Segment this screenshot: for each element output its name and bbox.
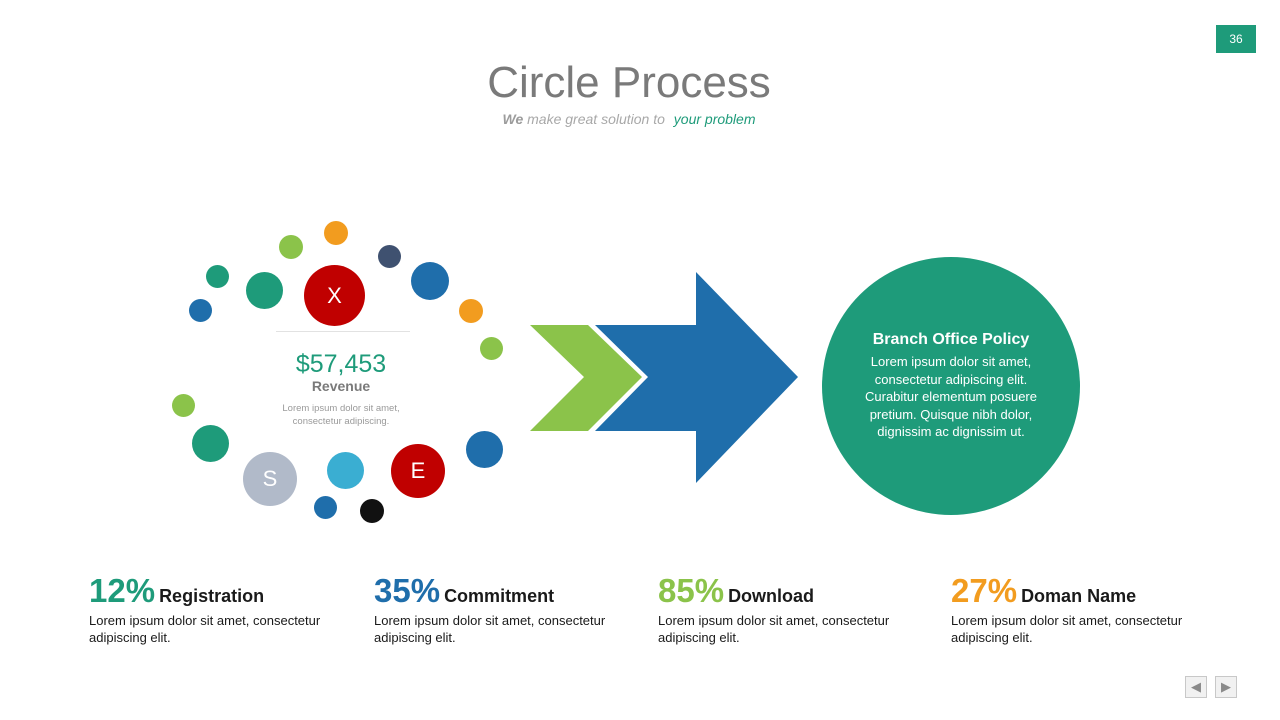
dot-blue — [411, 262, 449, 300]
stat-label: Doman Name — [1021, 586, 1137, 606]
stat-percent: 85% — [658, 572, 725, 609]
dot-blue — [189, 299, 212, 322]
dot-green — [279, 235, 303, 259]
dot-lightblue — [327, 452, 364, 489]
stat-registration: 12%Registration Lorem ipsum dolor sit am… — [89, 572, 359, 646]
stat-label: Download — [728, 586, 815, 606]
triangle-left-icon: ◀ — [1191, 679, 1201, 694]
dot-navy — [378, 245, 401, 268]
stat-description: Lorem ipsum dolor sit amet, consectetur … — [89, 613, 321, 645]
triangle-right-icon: ▶ — [1221, 679, 1231, 694]
dot-green — [172, 394, 195, 417]
chevron-arrow — [530, 325, 642, 431]
subtitle-we: We — [502, 111, 524, 127]
revenue-label: Revenue — [311, 378, 371, 394]
stat-description: Lorem ipsum dolor sit amet, consectetur … — [374, 613, 606, 645]
letter-s: S — [262, 466, 278, 491]
stat-percent: 35% — [374, 572, 441, 609]
dot-blue — [314, 496, 337, 519]
stat-domain-name: 27%Doman Name Lorem ipsum dolor sit amet… — [951, 572, 1221, 646]
stat-description: Lorem ipsum dolor sit amet, consectetur … — [951, 613, 1183, 645]
page-subtitle: We make great solution to your problem — [0, 111, 1258, 127]
stat-download: 85%Download Lorem ipsum dolor sit amet, … — [658, 572, 928, 646]
page-number: 36 — [1229, 32, 1243, 46]
big-arrow — [595, 272, 798, 483]
subtitle-mid: make great solution to — [527, 111, 665, 127]
stat-commitment: 35%Commitment Lorem ipsum dolor sit amet… — [374, 572, 644, 646]
dot-green — [480, 337, 503, 360]
stat-description: Lorem ipsum dolor sit amet, consectetur … — [658, 613, 890, 645]
policy-circle: Branch Office Policy Lorem ipsum dolor s… — [822, 257, 1080, 515]
dot-teal — [246, 272, 283, 309]
letter-s-circle: S — [243, 452, 297, 506]
subtitle-highlight: your problem — [673, 111, 756, 127]
process-arrows — [530, 272, 798, 483]
policy-title: Branch Office Policy — [872, 331, 1030, 348]
stat-label: Commitment — [444, 586, 555, 606]
dot-orange — [324, 221, 348, 245]
revenue-divider — [276, 331, 410, 332]
dot-black — [360, 499, 384, 523]
revenue-value: $57,453 — [295, 350, 387, 378]
prev-slide-button[interactable]: ◀ — [1185, 676, 1207, 698]
dot-blue — [466, 431, 503, 468]
revenue-description: Lorem ipsum dolor sit amet, consectetur … — [282, 403, 400, 427]
dot-orange — [459, 299, 483, 323]
stat-percent: 12% — [89, 572, 156, 609]
letter-e-circle: E — [391, 444, 445, 498]
dot-teal — [192, 425, 229, 462]
letter-x-circle: X — [304, 265, 365, 326]
stat-label: Registration — [159, 586, 265, 606]
page-number-badge: 36 — [1216, 25, 1256, 53]
dot-teal — [206, 265, 229, 288]
letter-x: X — [327, 282, 342, 308]
next-slide-button[interactable]: ▶ — [1215, 676, 1237, 698]
letter-e: E — [410, 458, 426, 483]
page-title: Circle Process — [487, 58, 771, 107]
stat-percent: 27% — [951, 572, 1018, 609]
policy-text: Lorem ipsum dolor sit amet, consectetur … — [865, 354, 1037, 439]
